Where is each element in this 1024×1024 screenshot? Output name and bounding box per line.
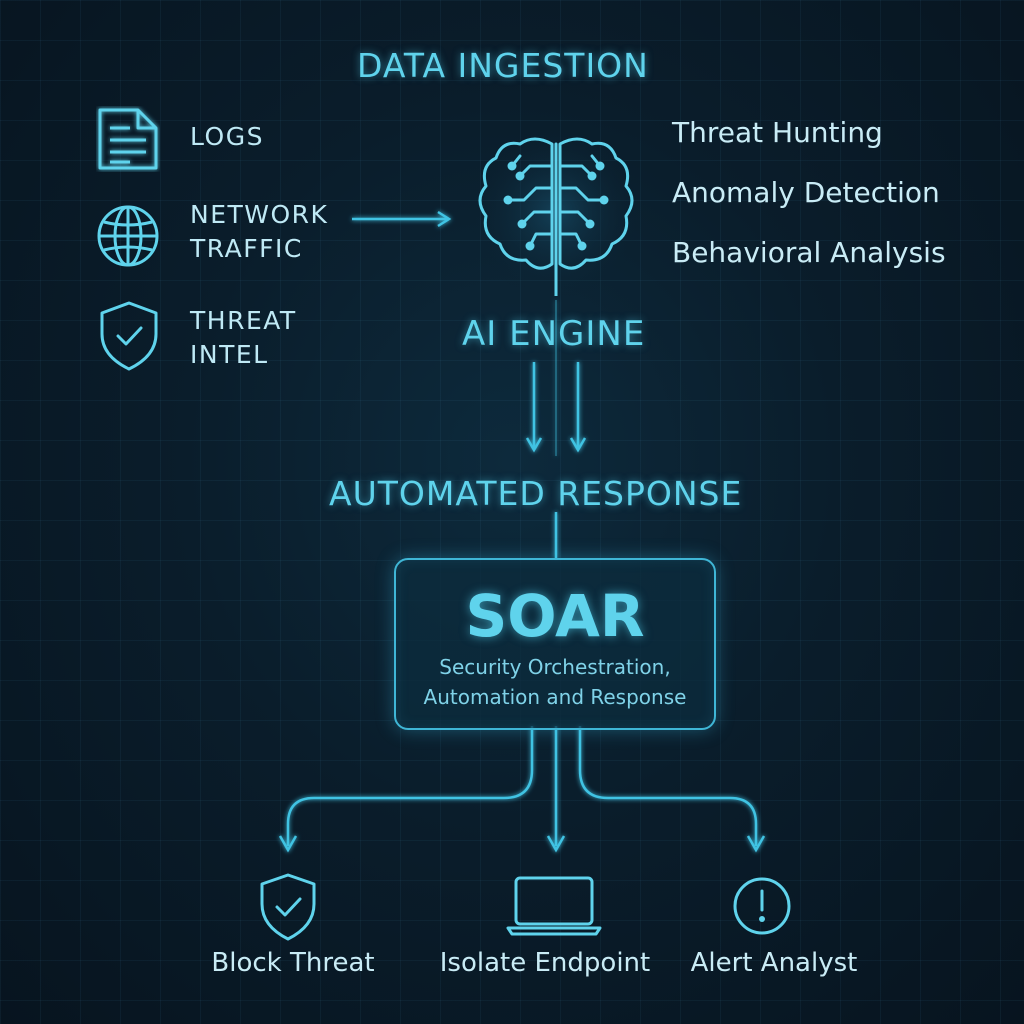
soar-title: SOAR (465, 582, 645, 650)
data-ingestion-title: DATA INGESTION (357, 46, 649, 85)
branch-right (578, 726, 758, 846)
soar-subtitle-line-2: Automation and Response (423, 685, 687, 709)
capability-threat-hunting: Threat Hunting (672, 116, 883, 149)
source-label-network-traffic: NETWORK TRAFFIC (190, 200, 329, 263)
ingest-arrow-head (437, 210, 452, 228)
action-block-threat: Block Threat (211, 948, 375, 978)
shield-check-icon (258, 872, 318, 946)
source-label-threat-intel: THREAT INTEL (190, 306, 297, 369)
automated-response-title: AUTOMATED RESPONSE (329, 474, 743, 513)
action-isolate-endpoint: Isolate Endpoint (439, 948, 651, 978)
soar-subtitle: Security Orchestration, Automation and R… (396, 652, 714, 712)
globe-icon (96, 204, 160, 272)
alert-icon (732, 876, 792, 940)
branch-left (286, 726, 534, 846)
capability-behavioral-analysis: Behavioral Analysis (672, 236, 946, 269)
ai-engine-title: AI ENGINE (462, 314, 646, 354)
document-icon (96, 106, 160, 176)
soar-subtitle-line-1: Security Orchestration, (439, 655, 671, 679)
soar-box: SOAR Security Orchestration, Automation … (394, 558, 716, 730)
shield-check-icon (98, 300, 160, 376)
laptop-icon (506, 874, 602, 942)
capability-anomaly-detection: Anomaly Detection (672, 176, 940, 209)
source-label-logs: LOGS (190, 122, 264, 151)
brain-circuit-icon (464, 124, 650, 300)
action-alert-analyst: Alert Analyst (690, 948, 858, 978)
